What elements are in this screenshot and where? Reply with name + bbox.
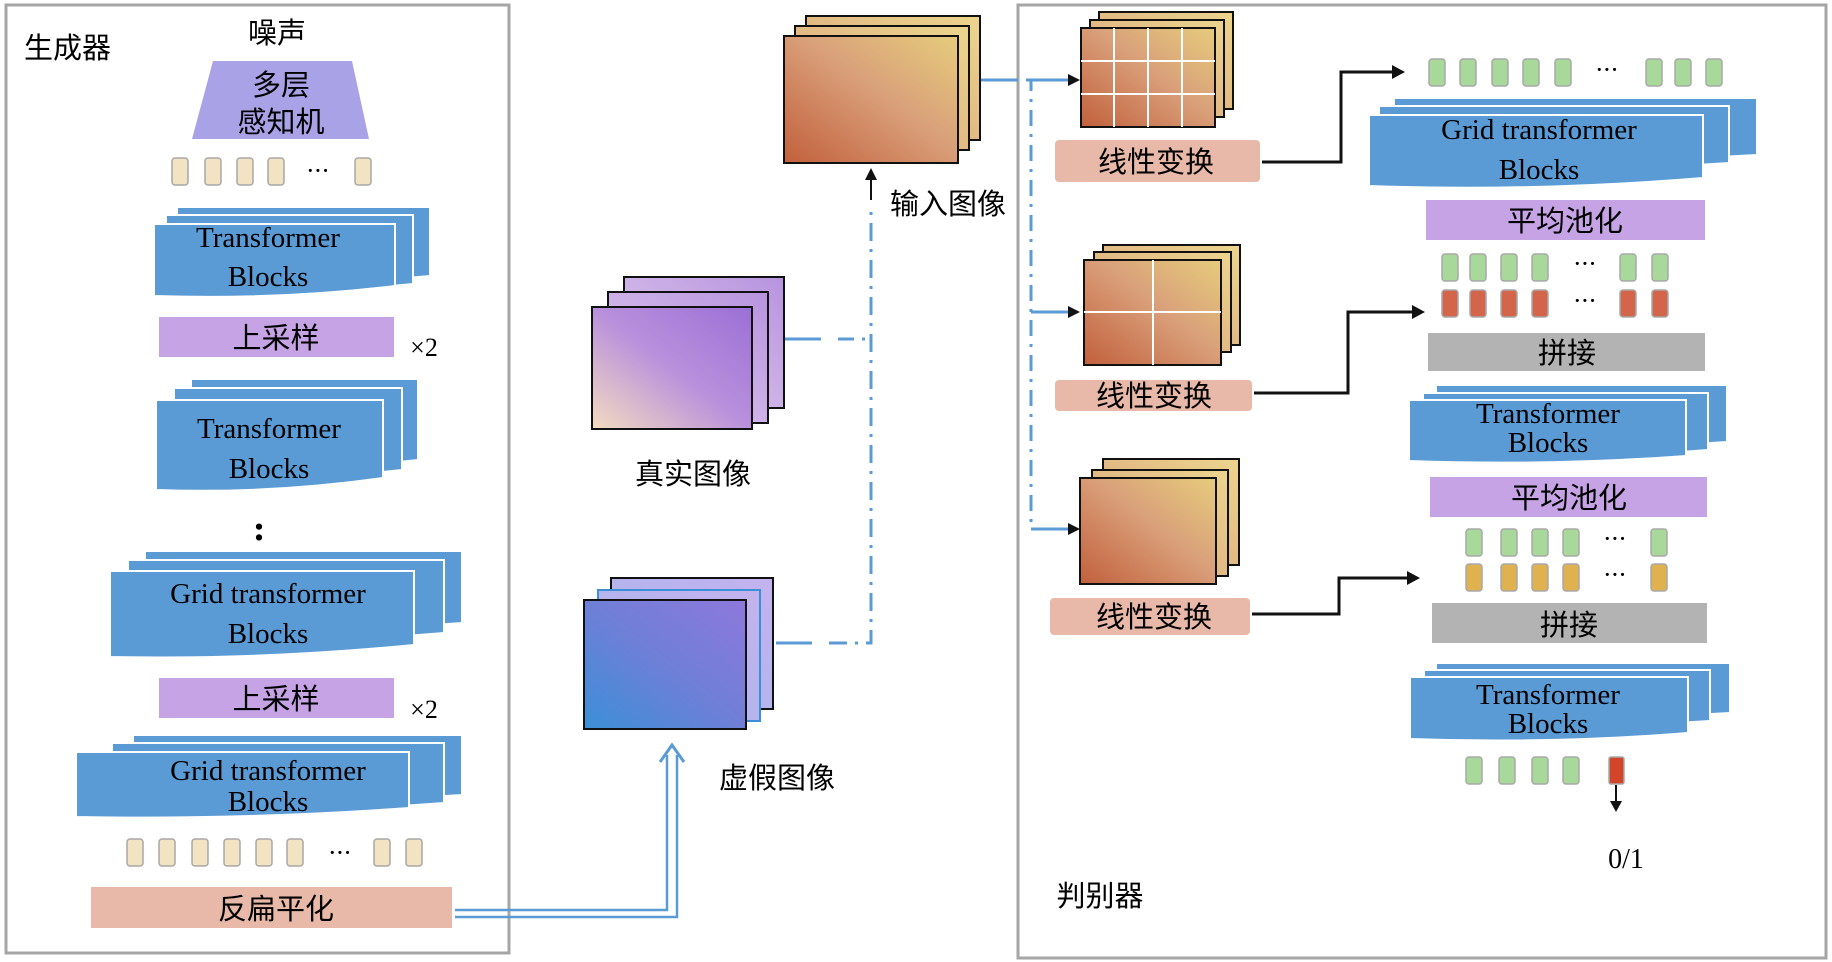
token-row-disc-3-green xyxy=(1465,528,1668,557)
token-row-disc-2-green xyxy=(1441,253,1669,282)
transformer-label-disc-1a: Transformer xyxy=(1476,398,1620,430)
generator-panel xyxy=(4,3,511,955)
times-label-2: ×2 xyxy=(410,695,438,724)
concat-label-1: 拼接 xyxy=(1538,336,1596,370)
discriminator-panel xyxy=(1016,3,1828,960)
unflatten-label: 反扁平化 xyxy=(218,892,334,926)
unflatten-block xyxy=(91,887,452,928)
patch-stack-branch-1 xyxy=(1080,11,1234,128)
avgpool-label-1: 平均池化 xyxy=(1507,204,1623,238)
linear-block-1 xyxy=(1055,140,1260,182)
ellipsis: ··· xyxy=(1604,525,1627,553)
linear-label-2: 线性变换 xyxy=(1096,379,1212,413)
output-arrow-head xyxy=(1610,801,1622,812)
branch-arrowheads xyxy=(1068,74,1080,535)
ellipsis: ··· xyxy=(1574,287,1597,315)
grid-label-gen-2a: Grid transformer xyxy=(170,755,366,787)
grid-transformer-blocks-gen-2 xyxy=(75,734,463,819)
generator-title: 生成器 xyxy=(24,31,111,65)
grid-label-disc-a: Grid transformer xyxy=(1441,114,1637,146)
input-image-label: 输入图像 xyxy=(890,187,1006,221)
discriminator-title: 判别器 xyxy=(1056,879,1143,913)
fake-image-stack xyxy=(583,577,774,730)
vertical-ellipsis: : xyxy=(253,509,266,549)
grid-label-gen-2b: Blocks xyxy=(228,786,309,818)
grid-label-gen-1a: Grid transformer xyxy=(170,578,366,610)
mlp-label-line2: 感知机 xyxy=(237,105,324,139)
upsample-block-2 xyxy=(159,678,394,718)
real-image-stack xyxy=(591,276,785,430)
upsample-label-2: 上采样 xyxy=(232,682,319,716)
transformer-label-gen-1b: Blocks xyxy=(228,261,309,293)
patch-stack-branch-3 xyxy=(1079,458,1240,585)
token-row-gen-2 xyxy=(126,838,423,867)
grid-transformer-blocks-disc xyxy=(1368,97,1758,189)
token-row-gen-1 xyxy=(171,157,372,186)
generator-output-arrow xyxy=(455,742,686,919)
concat-label-2: 拼接 xyxy=(1540,608,1598,642)
transformer-blocks-disc-2 xyxy=(1409,662,1731,742)
transformer-label-gen-2a: Transformer xyxy=(197,413,341,445)
patch-stack-branch-2 xyxy=(1083,244,1241,366)
transformer-label-gen-2b: Blocks xyxy=(229,453,310,485)
linear-label-1: 线性变换 xyxy=(1098,145,1214,179)
noise-label: 噪声 xyxy=(248,16,306,50)
linear-block-3 xyxy=(1050,598,1250,635)
concat-block-2 xyxy=(1432,603,1707,643)
upsample-label-1: 上采样 xyxy=(232,321,319,355)
grid-label-gen-1b: Blocks xyxy=(228,618,309,650)
fake-image-label: 虚假图像 xyxy=(719,761,835,795)
grid-transformer-blocks-gen-1 xyxy=(109,550,463,659)
linear-label-3: 线性变换 xyxy=(1096,600,1212,634)
linear-output-arrowheads xyxy=(1392,65,1425,585)
mlp-block xyxy=(192,61,369,139)
ellipsis: ··· xyxy=(1574,250,1597,278)
token-row-disc-final xyxy=(1465,756,1625,785)
transformer-label-gen-1a: Transformer xyxy=(196,222,340,254)
grid-label-disc-b: Blocks xyxy=(1499,154,1580,186)
times-label-1: ×2 xyxy=(410,333,438,362)
avgpool-label-2: 平均池化 xyxy=(1511,481,1627,515)
linear-block-2 xyxy=(1055,380,1252,411)
concat-block-1 xyxy=(1428,333,1705,371)
ellipsis: ··· xyxy=(1604,561,1627,589)
token-row-disc-1 xyxy=(1428,58,1723,87)
token-row-disc-2-red xyxy=(1441,289,1669,318)
mlp-label-line1: 多层 xyxy=(252,68,310,102)
linear-output-arrows xyxy=(1252,70,1412,616)
transformer-blocks-gen-2 xyxy=(155,378,419,492)
ellipsis: ··· xyxy=(1596,56,1619,84)
input-connectors xyxy=(776,205,873,645)
discriminator-input-connector xyxy=(981,78,1068,531)
transformer-label-disc-2a: Transformer xyxy=(1476,679,1620,711)
output-label: 0/1 xyxy=(1608,844,1644,875)
token-row-disc-3-orange xyxy=(1465,563,1668,592)
avgpool-block-2 xyxy=(1430,477,1707,517)
upsample-block-1 xyxy=(159,317,394,357)
transformer-label-disc-2b: Blocks xyxy=(1508,708,1589,740)
input-arrow-head xyxy=(865,168,877,180)
input-image-stack xyxy=(783,15,981,164)
ellipsis: ··· xyxy=(329,839,352,867)
real-image-label: 真实图像 xyxy=(635,457,751,491)
transformer-label-disc-1b: Blocks xyxy=(1508,427,1589,459)
avgpool-block-1 xyxy=(1426,200,1705,240)
ellipsis: ··· xyxy=(307,157,330,185)
transformer-blocks-disc-1 xyxy=(1408,384,1728,464)
transformer-blocks-gen-1 xyxy=(153,206,431,298)
